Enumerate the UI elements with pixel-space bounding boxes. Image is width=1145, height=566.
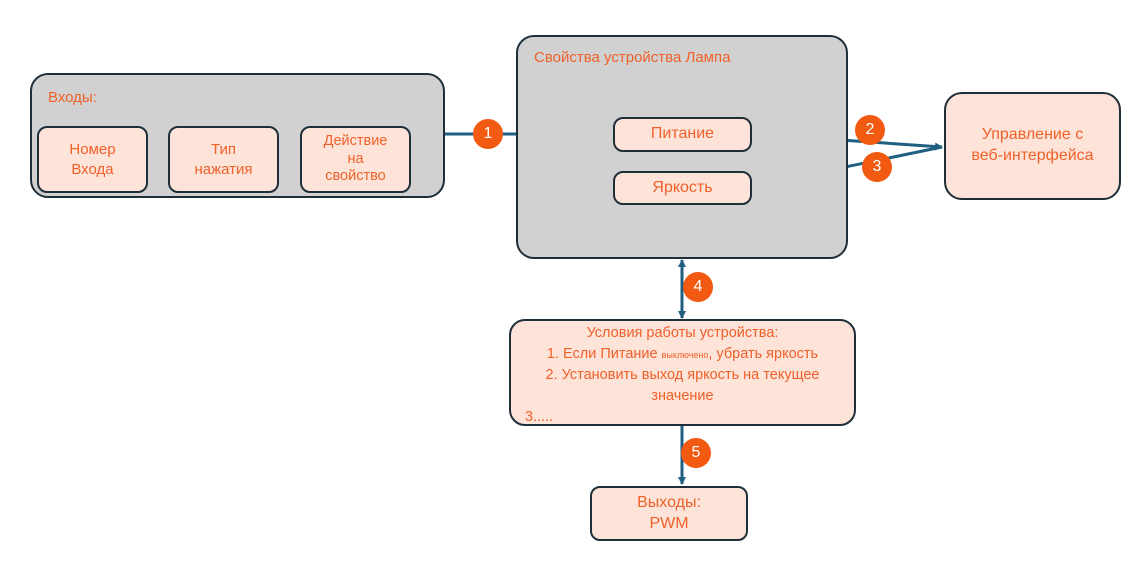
conditions-title: Условия работы устройства: [586,325,779,341]
property-power-label: Питание [650,125,715,143]
web-control-box: Управление с веб-интерфейса [944,92,1121,200]
condition-1-prefix: 1. Если Питание [546,346,662,363]
outputs-line1: Выходы: [637,493,701,511]
inputs-title: Входы: [48,89,97,106]
step-badge-1: 1 [473,119,503,149]
property-brightness: Яркость [613,171,752,205]
condition-1-small: выключено [661,350,709,361]
condition-2-line1: 2. Установить выход яркость на текущее [545,367,820,384]
web-line2: веб-интерфейса [971,147,1094,164]
outputs-line2: PWM [649,514,689,532]
step-badge-5: 5 [681,438,711,468]
input-press-type-line1: Тип [210,141,236,158]
input-action-line1: Действие [323,133,388,150]
input-press-type-box: Тип нажатия [168,126,279,193]
condition-1-suffix: , убрать яркость [708,346,819,363]
property-brightness-label: Яркость [652,178,713,196]
web-line1: Управление с [981,126,1084,144]
input-action-line3: свойство [325,168,386,185]
condition-3: 3..... [525,409,554,426]
step-badge-4: 4 [683,272,713,302]
input-number-line1: Номер [69,141,116,158]
properties-title: Свойства устройства Лампа [534,49,731,66]
condition-1: 1. Если Питание выключено, убрать яркост… [547,344,818,365]
input-press-type-line2: нажатия [194,160,253,178]
property-power: Питание [613,117,752,152]
condition-2-line2: значение [651,388,714,405]
input-action-line2: на [347,150,364,167]
step-badge-3: 3 [862,152,892,182]
conditions-box: Условия работы устройства: 1. Если Питан… [509,319,856,426]
step-badge-2: 2 [855,115,885,145]
input-number-line2: Входа [71,160,114,178]
outputs-box: Выходы: PWM [590,486,748,541]
